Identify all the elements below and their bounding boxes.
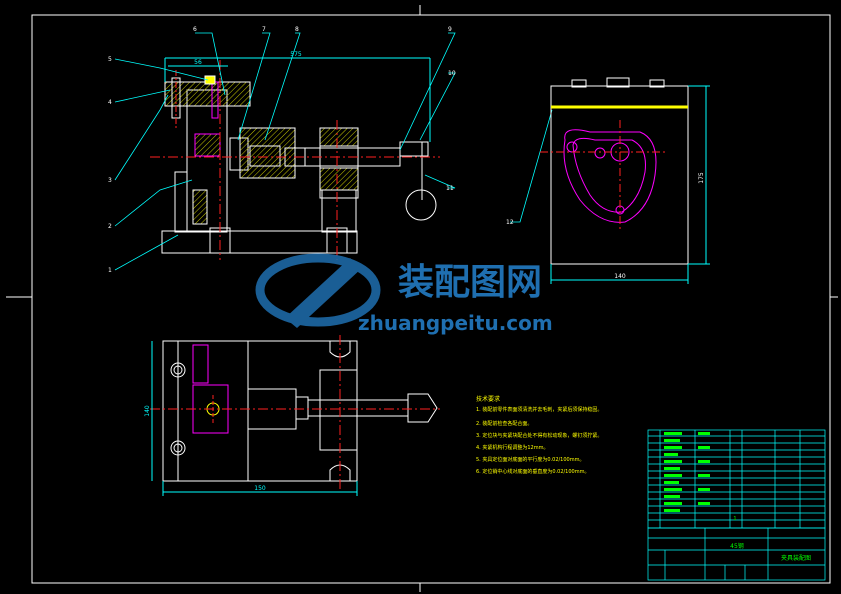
dim-side-width: 140	[614, 273, 626, 280]
svg-text:1. 装配前零件表面须清洗并去毛刺，夹紧后须保持稳固。: 1. 装配前零件表面须清洗并去毛刺，夹紧后须保持稳固。	[476, 406, 602, 413]
side-view	[540, 77, 710, 284]
dim-front-top: 575	[290, 51, 302, 58]
tech-title: 技术要求	[476, 395, 500, 403]
svg-text:6. 定位销中心线对底面的垂直度为0.02/100mm。: 6. 定位销中心线对底面的垂直度为0.02/100mm。	[476, 468, 589, 475]
svg-text:3: 3	[108, 177, 112, 184]
title-block-material: 45钢	[730, 542, 744, 550]
parts-list	[647, 429, 826, 529]
svg-text:6: 6	[193, 26, 197, 33]
title-block-drawing-name: 夹具装配图	[781, 554, 811, 562]
svg-text:3. 定位块与夹紧块配合处不得有松动现象，螺钉须拧紧。: 3. 定位块与夹紧块配合处不得有松动现象，螺钉须拧紧。	[476, 432, 602, 439]
svg-text:2. 装配前检查各配合面。: 2. 装配前检查各配合面。	[476, 420, 532, 427]
title-block-count: 1	[733, 516, 736, 522]
title-block	[647, 527, 826, 581]
svg-text:8: 8	[295, 26, 299, 33]
svg-text:12: 12	[506, 219, 514, 226]
cam-profile	[563, 129, 657, 223]
dim-front-small: 56	[194, 59, 202, 66]
drawing-frame	[6, 5, 838, 592]
watermark-cn: 装配图网	[398, 262, 542, 303]
front-view	[150, 57, 440, 260]
clamp-arm	[164, 81, 251, 107]
tech-notes: 1. 装配前零件表面须清洗并去毛刺，夹紧后须保持稳固。 2. 装配前检查各配合面…	[476, 406, 602, 475]
callout-leaders	[114, 32, 553, 271]
dim-side-height: 175	[698, 172, 705, 184]
plan-view	[150, 335, 440, 496]
lead-screw	[304, 147, 401, 167]
svg-text:4: 4	[108, 99, 112, 106]
svg-text:5. 夹具定位面对底面的平行度为0.02/100mm。: 5. 夹具定位面对底面的平行度为0.02/100mm。	[476, 456, 584, 463]
svg-text:1: 1	[108, 267, 112, 274]
svg-text:4. 夹紧机构行程调整为12mm。: 4. 夹紧机构行程调整为12mm。	[476, 444, 548, 451]
svg-text:2: 2	[108, 223, 112, 230]
dim-plan-width: 150	[254, 485, 266, 492]
watermark-logo	[255, 253, 381, 328]
dim-plan-height: 140	[144, 405, 151, 417]
svg-text:10: 10	[448, 70, 456, 77]
svg-text:9: 9	[448, 26, 452, 33]
parts-list-entries	[664, 432, 710, 512]
watermark-url: zhuangpeitu.com	[358, 311, 553, 335]
svg-text:7: 7	[262, 26, 266, 33]
handle-knob	[405, 189, 437, 221]
base-plate	[161, 230, 358, 254]
callout-numbers: 1 2 3 4 5 6 7 8 9 10 11 12	[108, 26, 514, 274]
svg-text:5: 5	[108, 56, 112, 63]
svg-text:11: 11	[446, 185, 454, 192]
